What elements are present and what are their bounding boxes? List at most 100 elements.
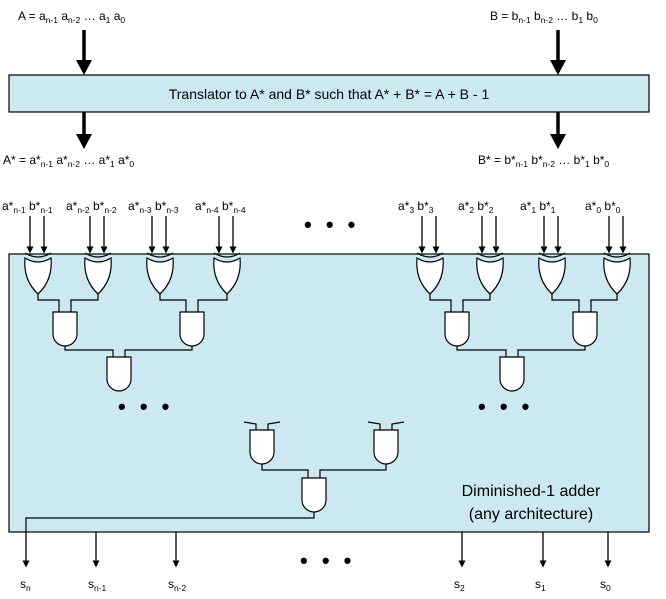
sum-base: s — [600, 577, 606, 591]
translated-a-label: A* = a*n-1 a*n-2 … a*1 a*0 — [3, 153, 134, 169]
bit-b-base: b* — [90, 199, 105, 213]
and-to-and-wire — [319, 464, 387, 478]
sum-sub: n-2 — [174, 583, 187, 593]
b-term-tail-1: … b — [553, 9, 579, 23]
sum-base: s — [88, 577, 94, 591]
and-to-and-wire — [261, 464, 309, 478]
and-gate — [52, 311, 78, 347]
translator-box — [8, 74, 650, 113]
a-term-tail-1: … a — [80, 9, 106, 23]
bs-term-sub-0: n-1 — [516, 159, 529, 169]
b-term-sub-2: 1 — [578, 15, 583, 25]
a-term-base: A = a — [18, 9, 46, 23]
bs-term-sub-2: 1 — [585, 159, 590, 169]
tree-ellipsis-left: • • • — [118, 394, 173, 419]
bs-term-sub-1: n-2 — [543, 159, 556, 169]
sum-label-1: sn-1 — [88, 577, 107, 593]
as-term-sub-3: 0 — [129, 159, 134, 169]
and-gate — [179, 311, 205, 347]
bit-b-sub: 0 — [616, 205, 621, 215]
xor-gate — [538, 256, 566, 295]
bit-a-base: a* — [195, 199, 207, 213]
b-term-tail-0: b — [531, 9, 541, 23]
and-to-and-wire — [456, 346, 507, 357]
bit-b-base: b* — [26, 199, 41, 213]
xor-gate — [146, 256, 174, 295]
bs-term-tail-0: b* — [528, 153, 543, 167]
xor-gate-arc — [538, 252, 566, 258]
carry-out-wire — [25, 512, 315, 532]
a-term-sub-2: 1 — [106, 15, 111, 25]
xor-gate-arc — [603, 252, 631, 258]
bit-label-3: a*n-4 b*n-4 — [195, 199, 246, 215]
xor-gate — [24, 256, 52, 295]
bit-b-base: b* — [536, 199, 551, 213]
as-term-sub-1: n-2 — [68, 159, 81, 169]
b-term-sub-0: n-1 — [518, 15, 531, 25]
bit-b-base: b* — [474, 199, 489, 213]
input-stub — [267, 421, 281, 430]
xor-gate-arc — [213, 252, 241, 258]
xor-gate — [476, 256, 504, 295]
adder-note-line1: Diminished-1 adder — [462, 483, 601, 500]
b-term-base: B = b — [490, 9, 519, 23]
bs-term-sub-3: 0 — [604, 159, 609, 169]
bs-term-base: B* = b* — [478, 153, 516, 167]
bit-label-4: a*3 b*3 — [398, 199, 434, 215]
output-b-arrowhead — [550, 134, 566, 149]
bit-a-sub: n-1 — [13, 205, 26, 215]
bit-a-base: a* — [520, 199, 532, 213]
xor-to-and-wire — [37, 294, 60, 312]
input-a-arrowhead — [76, 60, 92, 75]
bit-b-base: b* — [601, 199, 616, 213]
adder-note-line2: (any architecture) — [469, 506, 594, 523]
input-stub — [367, 421, 381, 430]
sum-label-3: s2 — [454, 577, 465, 593]
xor-gate — [416, 256, 444, 295]
bit-label-7: a*0 b*0 — [585, 199, 621, 215]
bs-term-tail-2: b* — [590, 153, 605, 167]
xor-to-and-wire — [159, 294, 187, 312]
sum-base: s — [454, 577, 460, 591]
b-term-sub-3: 0 — [593, 15, 598, 25]
bit-a-base: a* — [128, 199, 140, 213]
a-term-sub-0: n-1 — [46, 15, 59, 25]
bit-a-sub: 2 — [469, 205, 474, 215]
bit-b-base: b* — [152, 199, 167, 213]
bit-a-sub: n-3 — [139, 205, 152, 215]
xor-gate-arc — [476, 252, 504, 258]
input-b-arrowhead — [550, 60, 566, 75]
tree-ellipsis-right: • • • — [478, 394, 533, 419]
and-gate — [249, 429, 275, 465]
input-stub — [391, 421, 405, 430]
bit-label-6: a*1 b*1 — [520, 199, 556, 215]
bit-b-sub: n-1 — [40, 205, 53, 215]
adder-box — [8, 253, 650, 533]
sum-base: s — [535, 577, 541, 591]
bs-term-tail-1: … b* — [555, 153, 585, 167]
bit-b-sub: n-2 — [104, 205, 117, 215]
xor-gate — [603, 256, 631, 295]
bit-a-sub: n-2 — [77, 205, 90, 215]
sum-label-2: sn-2 — [168, 577, 187, 593]
a-term-tail-0: a — [58, 9, 68, 23]
xor-to-and-wire — [70, 294, 99, 312]
bit-b-sub: 1 — [551, 205, 556, 215]
as-term-sub-0: n-1 — [41, 159, 54, 169]
and-to-and-wire — [64, 346, 114, 357]
bit-a-base: a* — [585, 199, 597, 213]
xor-gate-arc — [84, 252, 112, 258]
b-term-tail-2: b — [583, 9, 593, 23]
bit-label-0: a*n-1 b*n-1 — [2, 199, 53, 215]
xor-gate — [84, 256, 112, 295]
input-stub — [243, 421, 257, 430]
bit-a-sub: 3 — [409, 205, 414, 215]
bit-b-sub: 3 — [429, 205, 434, 215]
bit-label-5: a*2 b*2 — [458, 199, 494, 215]
xor-to-and-wire — [462, 294, 491, 312]
output-ellipsis: • • • — [300, 548, 355, 573]
as-term-tail-2: a* — [115, 153, 130, 167]
output-a-arrowhead — [76, 134, 92, 149]
bit-b-base: b* — [219, 199, 234, 213]
